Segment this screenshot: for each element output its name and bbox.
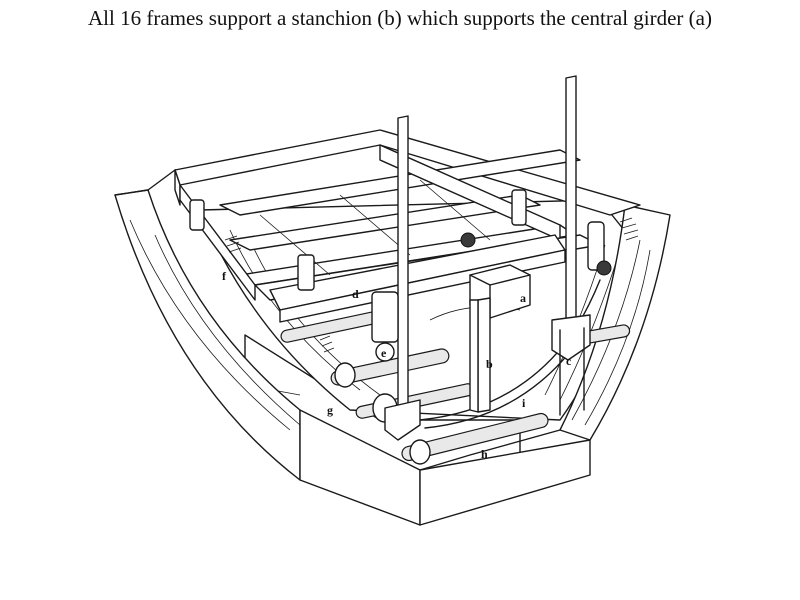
hull-left-side: [114, 169, 421, 526]
label-e: e: [381, 346, 387, 360]
label-g: g: [327, 403, 333, 417]
label-a: a: [520, 291, 526, 305]
slide-caption: All 16 frames support a stanchion (b) wh…: [88, 6, 712, 30]
label-b: b: [486, 357, 493, 371]
label-c: c: [566, 354, 572, 368]
vertical-pole-right: [551, 75, 591, 416]
label-f: f: [222, 269, 227, 283]
crossbeam: [269, 234, 566, 323]
pulley-e: [375, 232, 612, 362]
label-h: h: [481, 447, 488, 461]
rope-coils: [224, 217, 639, 353]
label-d: d: [352, 287, 359, 301]
brackets: [189, 189, 605, 343]
diagram-labels: a b c d e f g h i: [222, 269, 572, 461]
stanchion-b: [469, 297, 491, 413]
label-i: i: [522, 396, 526, 410]
